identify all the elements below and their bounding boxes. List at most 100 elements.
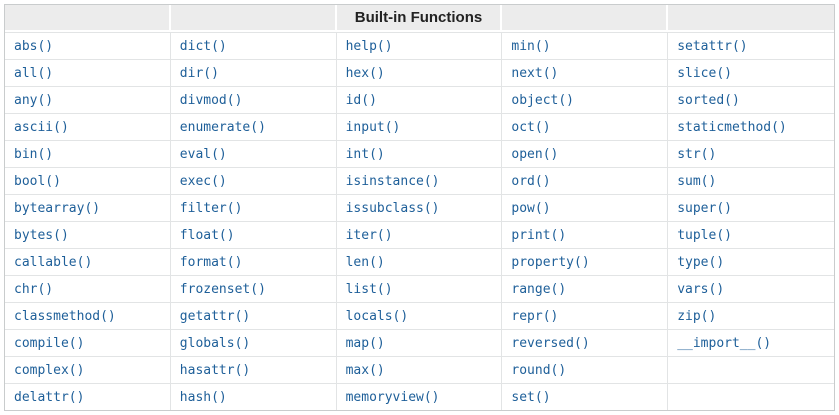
function-link[interactable]: divmod() <box>179 92 243 108</box>
function-link[interactable]: ascii() <box>14 119 69 135</box>
function-cell: oct() <box>502 113 669 140</box>
function-link[interactable]: abs() <box>14 38 54 54</box>
function-cell: list() <box>336 275 503 302</box>
function-link[interactable]: setattr() <box>677 38 748 54</box>
function-link[interactable]: super() <box>677 200 732 216</box>
function-cell: complex() <box>5 356 171 383</box>
function-cell: round() <box>502 356 669 383</box>
function-link[interactable]: eval() <box>179 146 227 162</box>
function-link[interactable]: id() <box>345 92 377 108</box>
function-link[interactable]: map() <box>345 335 385 351</box>
function-link[interactable]: sum() <box>677 173 717 189</box>
function-cell: open() <box>502 140 669 167</box>
function-cell: exec() <box>170 167 337 194</box>
function-link[interactable]: bool() <box>14 173 61 189</box>
function-link[interactable]: iter() <box>345 227 393 243</box>
function-cell: min() <box>502 32 669 59</box>
function-cell: slice() <box>668 59 834 86</box>
function-link[interactable]: bin() <box>14 146 54 162</box>
function-link[interactable]: chr() <box>14 281 54 297</box>
function-cell: classmethod() <box>5 302 171 329</box>
function-cell: iter() <box>336 221 503 248</box>
table-row: classmethod() getattr() locals() repr() zip(… <box>5 302 834 329</box>
function-link[interactable]: hash() <box>179 389 227 405</box>
function-cell: int() <box>336 140 503 167</box>
function-link[interactable]: tuple() <box>677 227 732 243</box>
function-link[interactable]: hasattr() <box>179 362 251 378</box>
function-link[interactable]: pow() <box>511 200 551 216</box>
function-link[interactable]: repr() <box>511 308 559 324</box>
function-link[interactable]: isinstance() <box>345 173 440 189</box>
function-link[interactable]: input() <box>345 119 401 135</box>
function-link[interactable]: staticmethod() <box>677 119 787 135</box>
function-link[interactable]: set() <box>511 389 551 405</box>
table-row: abs() dict() help() min() setattr() <box>5 32 834 59</box>
function-link[interactable]: reversed() <box>511 335 590 351</box>
function-link[interactable]: object() <box>511 92 575 108</box>
function-link[interactable]: slice() <box>677 65 732 81</box>
header-cell-empty <box>502 5 669 32</box>
table-body: abs() dict() help() min() setattr() all() dir(… <box>5 32 834 410</box>
function-cell: print() <box>502 221 669 248</box>
function-link[interactable]: min() <box>511 38 551 54</box>
function-cell: sorted() <box>668 86 834 113</box>
function-cell: map() <box>336 329 503 356</box>
function-link[interactable]: format() <box>179 254 243 270</box>
function-link[interactable]: oct() <box>511 119 551 135</box>
function-link[interactable]: issubclass() <box>345 200 440 216</box>
function-link[interactable]: hex() <box>345 65 385 81</box>
function-link[interactable]: __import__() <box>677 335 772 351</box>
function-link[interactable]: vars() <box>677 281 725 297</box>
header-cell-empty <box>170 5 337 32</box>
function-link[interactable]: bytearray() <box>14 200 101 216</box>
function-cell: delattr() <box>5 383 171 410</box>
function-link[interactable]: bytes() <box>14 227 69 243</box>
function-link[interactable]: sorted() <box>677 92 740 108</box>
function-link[interactable]: dir() <box>179 65 219 81</box>
function-link[interactable]: float() <box>179 227 235 243</box>
function-link[interactable]: int() <box>345 146 385 162</box>
function-link[interactable]: classmethod() <box>14 308 116 324</box>
function-link[interactable]: str() <box>677 146 717 162</box>
function-link[interactable]: max() <box>345 362 385 378</box>
function-link[interactable]: help() <box>345 38 393 54</box>
table-row: ascii() enumerate() input() oct() staticmeth… <box>5 113 834 140</box>
function-cell: hasattr() <box>170 356 337 383</box>
function-link[interactable]: getattr() <box>179 308 251 324</box>
function-link[interactable]: callable() <box>14 254 93 270</box>
function-cell: next() <box>502 59 669 86</box>
function-link[interactable]: globals() <box>179 335 251 351</box>
table-row: bytearray() filter() issubclass() pow() supe… <box>5 194 834 221</box>
function-link[interactable]: dict() <box>179 38 227 54</box>
function-link[interactable]: range() <box>511 281 567 297</box>
function-link[interactable]: filter() <box>179 200 243 216</box>
function-link[interactable]: ord() <box>511 173 551 189</box>
function-link[interactable]: frozenset() <box>179 281 266 297</box>
function-link[interactable]: next() <box>511 65 559 81</box>
function-link[interactable]: complex() <box>14 362 85 378</box>
function-link[interactable]: property() <box>511 254 590 270</box>
function-link[interactable]: memoryview() <box>345 389 440 405</box>
function-link[interactable]: compile() <box>14 335 85 351</box>
function-link[interactable]: len() <box>345 254 385 270</box>
function-link[interactable]: any() <box>14 92 54 108</box>
header-cell-empty <box>5 5 171 32</box>
function-link[interactable]: type() <box>677 254 725 270</box>
builtin-functions-table: Built-in Functions abs() dict() help() min(… <box>4 4 835 411</box>
function-cell: hash() <box>170 383 337 410</box>
function-link[interactable]: zip() <box>677 308 717 324</box>
table-caption: Built-in Functions <box>336 5 503 32</box>
function-link[interactable]: open() <box>511 146 559 162</box>
function-cell: super() <box>668 194 834 221</box>
function-link[interactable]: all() <box>14 65 54 81</box>
function-link[interactable]: locals() <box>345 308 409 324</box>
function-cell: reversed() <box>502 329 669 356</box>
function-link[interactable]: enumerate() <box>179 119 266 135</box>
function-link[interactable]: exec() <box>179 173 227 189</box>
function-link[interactable]: list() <box>345 281 393 297</box>
function-cell: type() <box>668 248 834 275</box>
table-row: complex() hasattr() max() round() <box>5 356 834 383</box>
function-link[interactable]: print() <box>511 227 567 243</box>
function-link[interactable]: delattr() <box>14 389 85 405</box>
function-link[interactable]: round() <box>511 362 567 378</box>
